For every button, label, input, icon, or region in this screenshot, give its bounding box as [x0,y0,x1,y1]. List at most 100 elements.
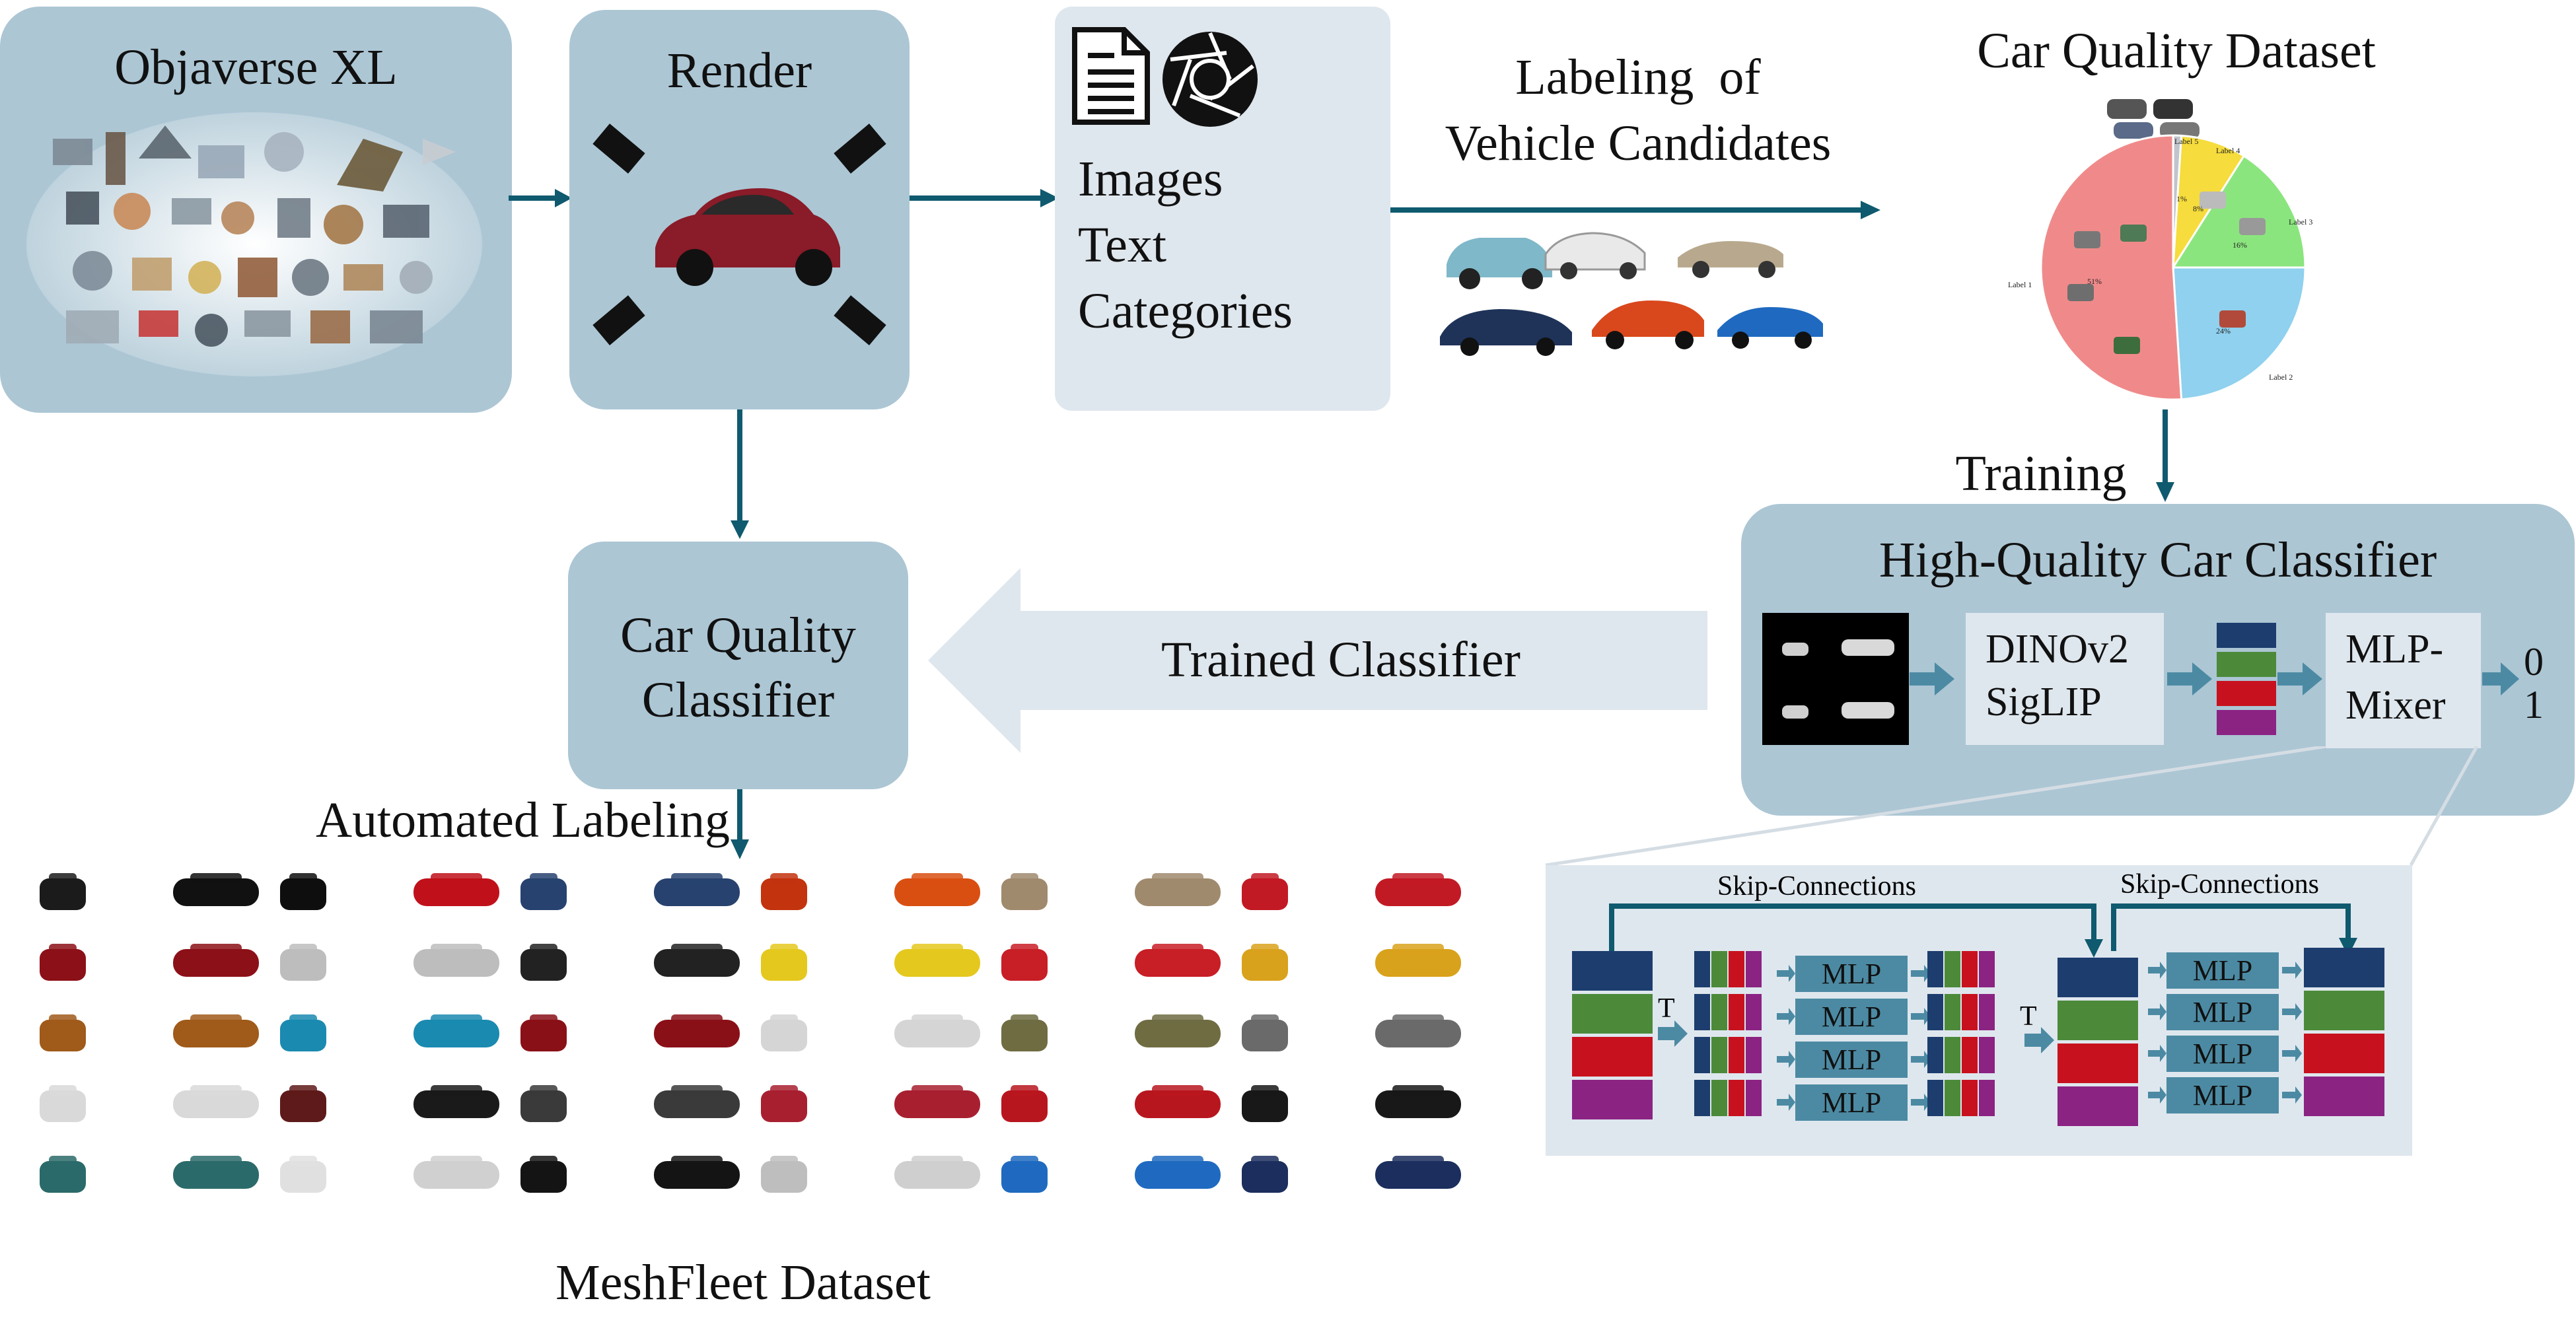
vehicle-candidates [1440,232,1823,356]
pie-label-4: Label 4 [2216,146,2240,155]
meshfleet-car [1001,1014,1048,1051]
render-illustration [592,124,886,345]
feature-token-3 [2217,681,2276,706]
meshfleet-car [761,1085,807,1122]
encoder-box: DINOv2 SigLIP [1966,613,2164,745]
pie-label-2: Label 2 [2269,372,2293,382]
candidate-car-2 [1544,232,1646,279]
mlp-block [1795,1042,1908,1078]
meshfleet-car [520,1085,567,1122]
pie-thumbnail-4 [2074,231,2100,248]
meshfleet-car [1242,873,1288,910]
pie-labels: Label 1 Label 2 Label 3 Label 4 Label 5 … [2008,137,2312,382]
meshfleet-car [1135,1014,1221,1047]
mlp-block [2166,1036,2279,1072]
arrow-render-to-classifier [731,409,749,539]
meshfleet-car [654,1014,740,1047]
meshfleet-car [173,873,259,906]
meshfleet-car [173,1156,259,1189]
pie-percent-5: 1% [2176,194,2187,203]
meshfleet-car [413,944,499,977]
meshfleet-car [173,944,259,977]
pie-percent-3: 16% [2233,240,2247,250]
pie-percent-1: 51% [2087,277,2102,286]
trained-classifier-arrow [928,568,1707,753]
meshfleet-car [761,1014,807,1051]
mlp-block [2166,1077,2279,1114]
pie-thumbnail-3 [2114,337,2140,354]
meshfleet-car [894,1156,980,1189]
meshfleet-car [1001,944,1048,981]
meshfleet-label: MeshFleet Dataset [555,1255,931,1310]
pie-thumbnail-1 [2120,225,2147,242]
aperture-icon [1163,32,1258,127]
meshfleet-car [1375,1156,1461,1189]
meshfleet-car [654,1156,740,1189]
hq-input-renders [1762,613,1909,745]
pie-percent-4: 8% [2193,204,2203,213]
meshfleet-car [40,873,86,910]
mlp-column-2: MLP MLP MLP MLP [2148,952,2302,1114]
modality-text: Text [1078,217,1166,273]
mlp-label: MLP [1822,1001,1881,1033]
dataset-pie-chart: Label 1 Label 2 Label 3 Label 4 Label 5 … [2008,99,2312,401]
hq-arrow-4 [2482,662,2519,695]
modalities-box: Images Text Categories [1055,7,1390,411]
meshfleet-car [1001,873,1048,910]
document-icon [1072,27,1150,125]
meshfleet-car [1001,1085,1048,1122]
output-1: 1 [2524,683,2544,726]
pie-thumbnail-7 [2200,192,2226,209]
meshfleet-car [1242,1156,1288,1193]
classifier-line-2: Classifier [641,672,835,728]
meshfleet-car [1135,1156,1221,1189]
mlp-label: MLP [2193,954,2252,987]
meshfleet-car [1135,1085,1221,1118]
skip-label-1: Skip-Connections [1717,871,1916,902]
meshfleet-car [280,1085,326,1122]
car-icon [655,188,840,286]
meshfleet-car [413,1156,499,1189]
meshfleet-car [761,944,807,981]
token-stack-3 [2304,948,2384,1116]
arrow-objaverse-to-render [509,189,572,207]
hq-arrow-2 [2167,662,2212,695]
meshfleet-car [280,1156,326,1193]
transposed-stack-1 [1694,951,1762,1116]
hq-arrow-1 [1910,662,1954,695]
meshfleet-car [173,1085,259,1118]
dataset-title: Car Quality Dataset [1977,23,2376,79]
meshfleet-car [654,944,740,977]
mlp-block [1795,956,1908,992]
modality-images: Images [1078,151,1223,207]
mlp-label: MLP [2193,1038,2252,1070]
meshfleet-car [654,873,740,906]
candidate-car-3 [1678,241,1783,278]
transpose-label-2: T [2020,1001,2037,1032]
pie-thumbnail-5 [2219,310,2246,328]
hq-arrow-3 [2277,662,2322,695]
mlp-block [2166,952,2279,989]
labeling-line1: Labeling of [1515,50,1761,105]
transpose-label-1: T [1658,993,1675,1024]
objaverse-title: Objaverse XL [114,40,398,95]
encoder-siglip: SigLIP [1986,680,2102,725]
mlp-label: MLP [2193,1079,2252,1112]
arrow-modalities-to-dataset [1390,201,1880,219]
render-box: Render [569,10,910,409]
objaverse-collage [26,112,482,376]
meshfleet-car [520,1014,567,1051]
feature-token-1 [2217,623,2276,648]
meshfleet-car [1135,873,1221,906]
mlp-label: MLP [1822,1086,1881,1119]
token-stack-2 [2057,958,2138,1126]
mlp-label: MLP [2193,996,2252,1028]
mixer-detail-diagram: Skip-Connections Skip-Connections T MLPM… [1572,869,2384,1126]
pie-thumbnail-2 [2067,284,2094,301]
pie-label-5: Label 5 [2174,137,2198,146]
hq-classifier-box: High-Quality Car Classifier DINOv2 SigLI… [1741,504,2575,816]
mlp-block [2166,994,2279,1030]
objaverse-box: Objaverse XL [0,7,512,413]
car-quality-classifier-box: Car Quality Classifier [568,542,908,789]
